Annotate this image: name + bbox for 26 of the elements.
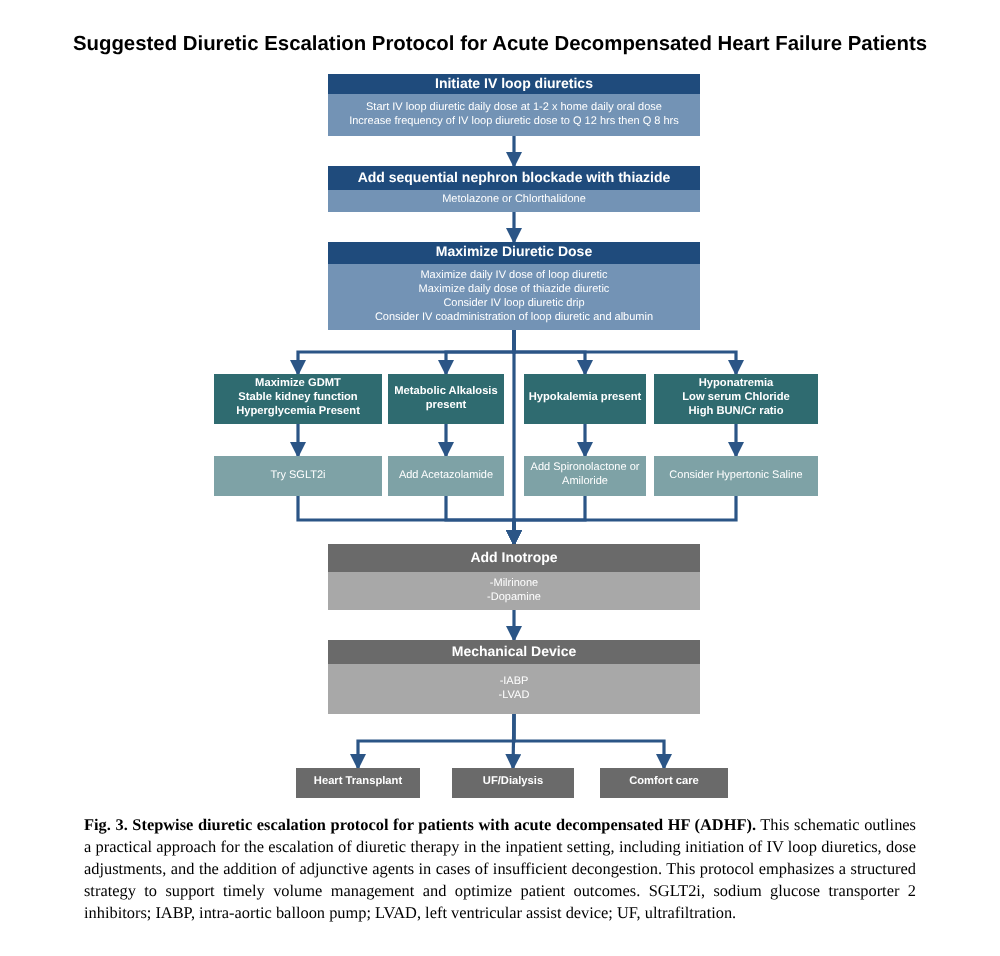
condition-box: [388, 374, 504, 424]
title: Suggested Diuretic Escalation Protocol for Acute Decompensated Heart Failure Patients: [70, 32, 930, 60]
action-box: [654, 456, 818, 496]
arrow: [506, 610, 522, 642]
arrow: [577, 424, 593, 458]
arrow: [438, 424, 454, 458]
outcome-box: [452, 768, 574, 798]
process-box: [328, 74, 700, 136]
caption: Fig. 3. Stepwise diuretic escalation protocol for patients with acute decompensated HF (ADHF). This schematic outlines a practical approach for the escalation of diuretic therapy in the inpatient setting, including initiation of IV loop diuretics, dose adjustments, and the addition of adjunctive agents in cases of insufficient decongestion. This protocol emphasizes a structured strategy to support timely volume management and optimize patient outcomes. SGLT2i, sodium glucose transporter 2 inhibitors; IABP, intra-aortic balloon pump; LVAD, left ventricular assist device; UF, ultrafiltration.: [84, 814, 916, 924]
arrow: [728, 424, 744, 458]
condition-box: [524, 374, 646, 424]
outcome-box: [600, 768, 728, 798]
process-box: [328, 166, 700, 212]
arrow: [512, 714, 672, 770]
process-box: [328, 640, 700, 714]
action-box: [388, 456, 504, 496]
action-box: [214, 456, 382, 496]
process-box: [328, 242, 700, 330]
outcome-box: [296, 768, 420, 798]
arrow: [506, 136, 522, 168]
process-box: [328, 544, 700, 610]
arrow: [290, 424, 306, 458]
condition-box: [214, 374, 382, 424]
arrow: [506, 212, 522, 244]
arrow: [506, 496, 738, 546]
condition-box: [654, 374, 818, 424]
